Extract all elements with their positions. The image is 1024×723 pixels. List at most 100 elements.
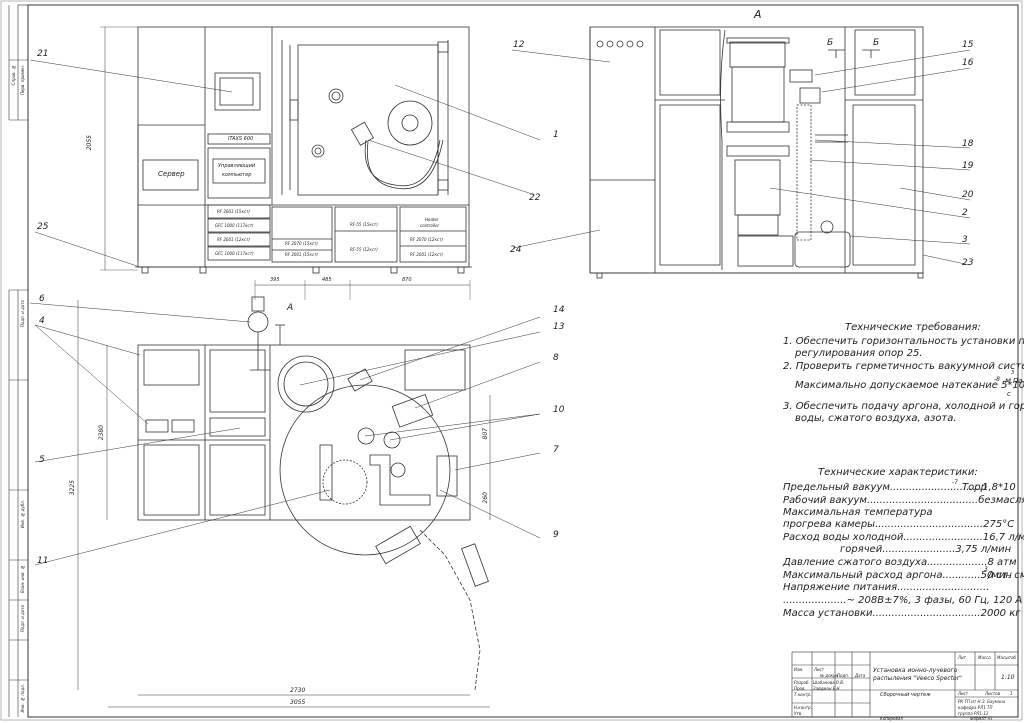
requirement-1b: регулирования опор 25. <box>795 348 923 359</box>
requirement-leak-unit-m: м <box>1005 376 1012 385</box>
dim-3055: 3055 <box>290 699 306 706</box>
rack-rf2070a: RF 2070 (15кст) <box>285 241 318 246</box>
callout-20: 20 <box>962 190 974 200</box>
rack-rf2001-3: RF 2001 (15кст) <box>285 252 318 257</box>
section-a-arrow-label: А <box>287 303 294 313</box>
callout-5: 5 <box>39 455 45 465</box>
dim-807: 807 <box>482 428 489 440</box>
requirement-leak: Максимально допускаемое натекание 5*10 <box>795 380 1024 391</box>
char-row-3: Максимальная температура <box>783 507 933 518</box>
leader-lines <box>29 49 971 566</box>
panel-indicators <box>596 40 644 48</box>
rack-rf55b: RF-55 (12кст) <box>350 247 378 252</box>
callout-18: 18 <box>962 139 974 149</box>
dim-260: 260 <box>482 492 489 504</box>
tb-col-lit: Лит. <box>958 655 968 660</box>
tb-check-role: Пров. <box>794 686 806 691</box>
dim-front-height: 2055 <box>86 135 93 151</box>
rack-heater-2: controller <box>420 223 440 228</box>
rack-control-computer-1: Управляющий <box>218 163 256 169</box>
dim-395: 395 <box>270 277 280 283</box>
requirement-leak-unit-pa: Па <box>1013 377 1023 385</box>
char-row-5: Расход воды холодной....................… <box>783 532 1024 543</box>
tb-dev-role: Разраб. <box>794 680 810 685</box>
rack-gfc1000-2: GFC 1000 (117кст) <box>215 251 254 256</box>
tb-name-3: Сборочный чертеж <box>880 692 931 698</box>
tb-format: Формат А1 <box>970 716 993 721</box>
section-b-label-1: Б <box>827 38 834 48</box>
dim-3225: 3225 <box>69 480 76 496</box>
requirement-3b: воды, сжатого воздуха, азота. <box>795 413 957 424</box>
callout-7: 7 <box>553 445 559 455</box>
callout-22: 22 <box>529 193 541 203</box>
char-row-6: горячей.......................3,75 л/мин <box>840 544 1012 555</box>
callout-3: 3 <box>962 235 968 245</box>
front-view <box>100 26 472 274</box>
rack-gfc1000-1: GFC 1000 (117кст) <box>215 223 254 228</box>
requirements-title: Технические требования: <box>845 322 981 333</box>
char-row-1: Предельный вакуум.......................… <box>783 482 1016 493</box>
rack-rf55a: RF-55 (15кст) <box>350 222 378 227</box>
rack-server: Сервер <box>158 170 185 178</box>
bellows <box>796 104 812 241</box>
tb-col-sign: Подп. <box>837 673 850 678</box>
callout-13: 13 <box>553 322 565 332</box>
callout-24: 24 <box>510 245 522 255</box>
tb-col-list: Лист <box>814 667 825 672</box>
char-row-2: Рабочий вакуум..........................… <box>783 495 1024 506</box>
plan-view <box>77 280 491 708</box>
rack-itaxs: ITAXS 600 <box>228 136 254 142</box>
title-block <box>791 651 1019 718</box>
dim-485: 485 <box>322 277 332 283</box>
tb-col-scale: Масштаб <box>997 655 1017 660</box>
tb-sheets: Листов <box>985 691 1000 696</box>
tb-org-3: группа РЛ1-11 <box>958 711 989 716</box>
tb-col-doc: № докум. <box>820 673 840 678</box>
char-row-8: Максимальный расход аргона............50… <box>783 570 1024 581</box>
rack-rf2001-2: RF 2001 (12кст) <box>217 237 250 242</box>
rack-rf2001-4: RF 2001 (12кст) <box>410 252 443 257</box>
rack-rf2001-1: RF 2001 (15кст) <box>217 209 250 214</box>
characteristics-title: Технические характеристики: <box>818 467 978 478</box>
char-row-7: Давление сжатого воздуха................… <box>783 557 1017 568</box>
section-a-view <box>589 26 924 279</box>
tb-sheet-num: 1 <box>1010 691 1013 696</box>
tb-scale: 1:10 <box>1001 674 1015 681</box>
tb-tcontrol: Т.контр. <box>794 692 812 697</box>
section-a-heading: А <box>754 8 762 21</box>
requirement-1: 1. Обеспечить горизонтальность установки… <box>783 336 1024 347</box>
callout-12: 12 <box>513 40 525 50</box>
rack-heater-1: Heater <box>425 217 439 222</box>
char-row-11: Масса установки.........................… <box>783 608 1021 619</box>
callout-25: 25 <box>37 222 49 232</box>
requirement-leak-exp: -8 <box>994 376 1000 383</box>
callout-11: 11 <box>37 556 49 566</box>
stamp-sign-date-1: Подп. и дата <box>20 300 25 328</box>
char-row-4: прогрева камеры.........................… <box>783 519 1015 530</box>
requirement-2: 2. Проверить герметичность вакуумной сис… <box>783 361 1024 372</box>
callout-16: 16 <box>962 58 974 68</box>
tb-col-mass: Масса <box>978 655 991 660</box>
callout-14: 14 <box>553 305 565 315</box>
callout-1: 1 <box>553 130 559 140</box>
fore-pump <box>794 231 851 268</box>
tb-sheet: Лист <box>958 691 969 696</box>
dim-870: 870 <box>402 277 412 283</box>
char-vac-exp: -7 <box>952 479 958 486</box>
char-row-9: Напряжение питания......................… <box>783 582 990 593</box>
char-argon-exp: 3 <box>984 566 988 573</box>
tb-ncontrol: Н.контр. <box>794 705 812 710</box>
callout-23: 23 <box>962 258 974 268</box>
main-chamber-plan <box>279 384 451 556</box>
rack-control-computer-2: компьютер <box>222 172 252 178</box>
requirement-3: 3. Обеспечить подачу аргона, холодной и … <box>783 401 1024 412</box>
stamp-orig-inv: Инв. № подл. <box>20 684 25 713</box>
stamp-first-use: Перв. примен. <box>20 65 25 96</box>
tb-approved: Утв. <box>794 711 803 716</box>
callout-21: 21 <box>37 49 49 59</box>
tb-name-1: Установка ионно-лучевого <box>873 667 958 674</box>
callout-10: 10 <box>553 405 565 415</box>
tb-copied: Копировал <box>880 716 903 721</box>
tb-col-izm: Изм. <box>794 667 804 672</box>
